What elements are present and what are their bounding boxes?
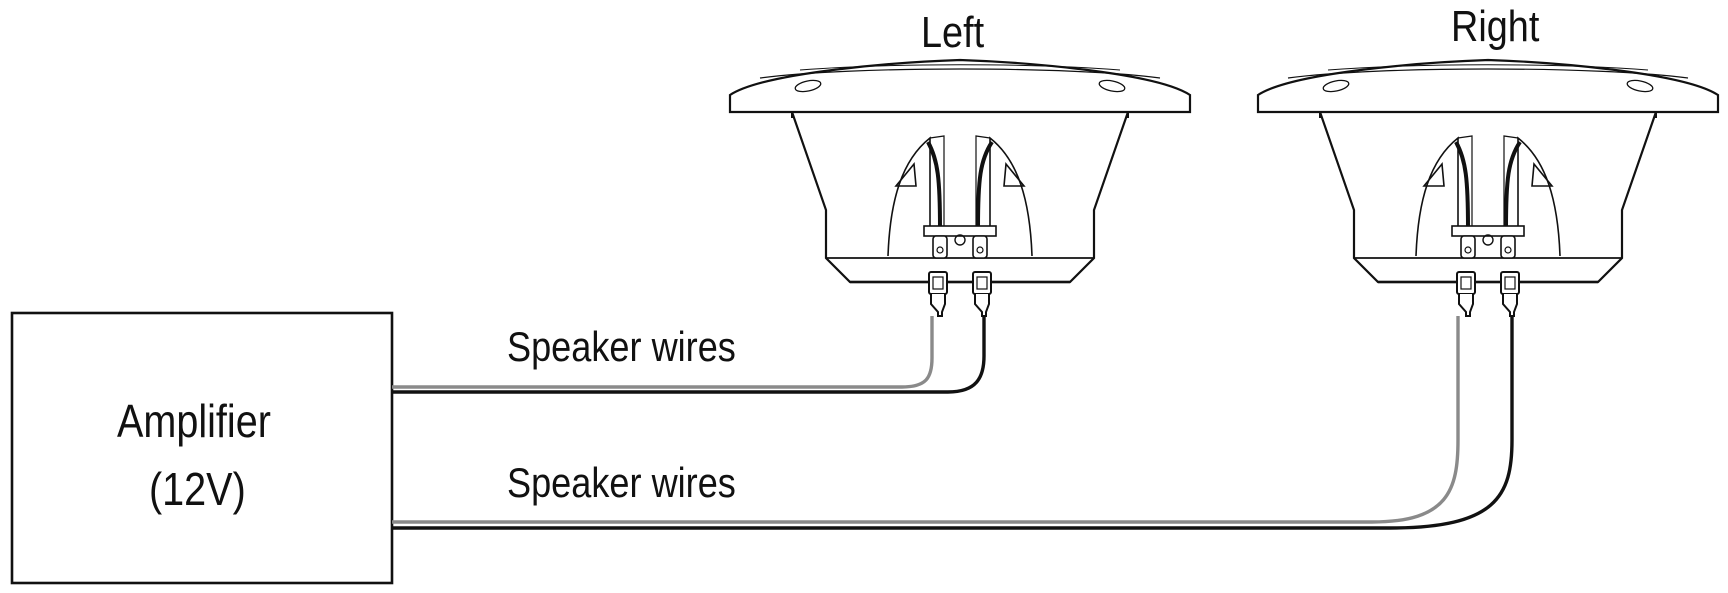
lower-wire-label: Speaker wires [507, 459, 736, 506]
amplifier-box [10, 311, 394, 585]
upper-speaker-wire-pair [392, 316, 986, 394]
left-speaker [728, 58, 1192, 318]
left-speaker-label: Left [921, 8, 985, 57]
right-speaker-label: Right [1451, 2, 1540, 51]
upper-wire-label: Speaker wires [507, 323, 736, 370]
right-speaker-black-wire [392, 316, 1514, 530]
right-speaker-gray-wire [392, 316, 1460, 524]
amplifier-title: Amplifier [117, 395, 271, 447]
left-speaker-gray-wire [392, 316, 934, 389]
amplifier-subtitle: (12V) [149, 463, 246, 515]
right-speaker [1256, 58, 1720, 318]
lower-speaker-wire-pair [392, 316, 1514, 530]
left-speaker-black-wire [392, 316, 986, 394]
